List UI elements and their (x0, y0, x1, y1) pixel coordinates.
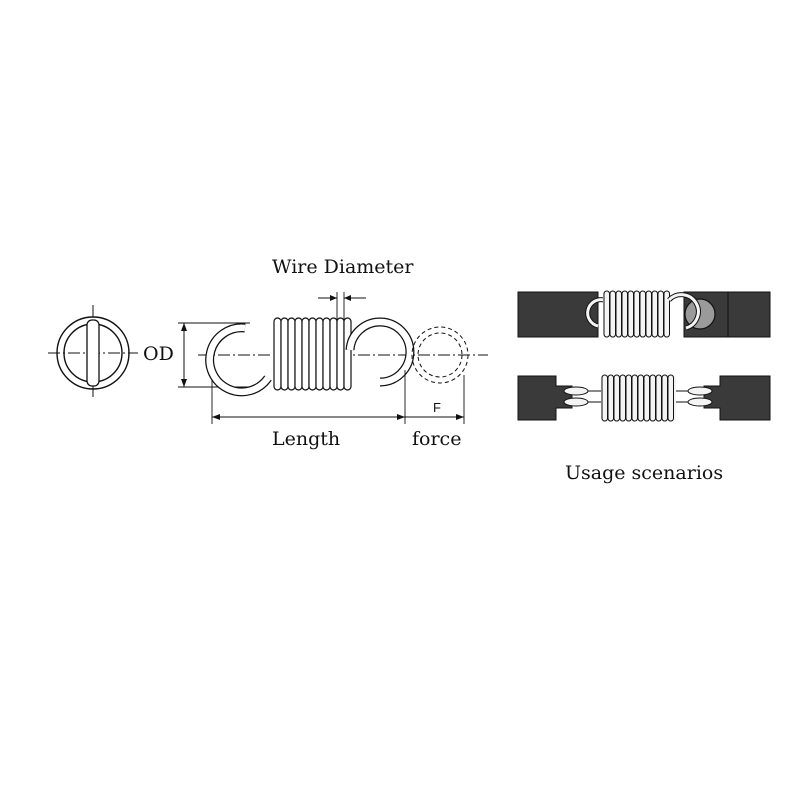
coil-body (272, 317, 352, 391)
spring-side-view (198, 317, 488, 397)
wire-diameter-indicator (318, 292, 366, 322)
od-label: OD (143, 343, 174, 365)
usage-scenarios-label: Usage scenarios (565, 462, 723, 484)
usage-scenario-slots (517, 374, 771, 422)
length-dimension (211, 370, 465, 424)
wire-diameter-label: Wire Diameter (272, 256, 414, 278)
usage-scenario-hooks (517, 290, 771, 338)
f-label: F (433, 400, 441, 415)
od-dimension (178, 322, 250, 388)
end-view (48, 305, 138, 400)
force-label: force (412, 428, 461, 450)
length-label: Length (272, 428, 340, 450)
